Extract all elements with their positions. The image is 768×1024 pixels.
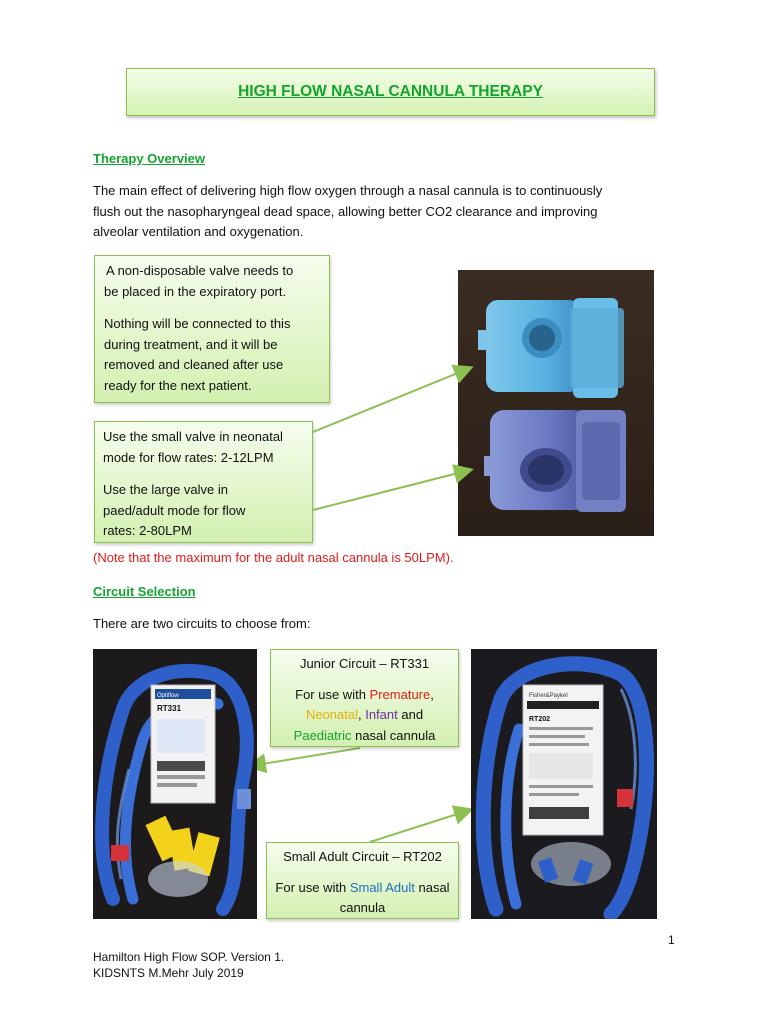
valve-info-box: A non-disposable valve needs to be place…	[94, 255, 330, 403]
valve-line: Nothing will be connected to this	[104, 316, 291, 331]
nasal-text: nasal	[414, 879, 450, 895]
small-adult-label: Small Adult	[349, 879, 415, 895]
flow-mode-box: Use the small valve in neonatal mode for…	[94, 421, 313, 543]
valve-line: be placed in the expiratory port.	[104, 283, 287, 299]
arrow-small-valve	[312, 364, 474, 433]
valve-line: A non-disposable valve needs to	[106, 263, 294, 278]
paragraph-line: alveolar ventilation and oxygenation.	[93, 224, 304, 239]
valve-line: ready for the next patient.	[104, 377, 252, 393]
valve-line: during treatment, and it will be	[104, 336, 278, 352]
junior-circuit-title: Junior Circuit – RT331	[299, 656, 430, 671]
adult-circuit-photo: Fisher&Paykel RT202	[471, 649, 657, 919]
infant-label: Infant	[365, 707, 398, 722]
arrow-adult-circuit	[369, 805, 474, 843]
nasal-cannula-text: nasal cannula	[351, 727, 436, 743]
title-banner: HIGH FLOW NASAL CANNULA THERAPY	[126, 68, 655, 116]
separator: ,	[357, 707, 366, 722]
adult-use-prefix: For use with	[275, 879, 350, 895]
adult-circuit-title: Small Adult Circuit – RT202	[283, 849, 442, 864]
footer-line-2: KIDSNTS M.Mehr July 2019	[93, 966, 244, 980]
junior-use-line-2: Neonatal, Infant and	[275, 705, 454, 726]
separator: ,	[430, 686, 434, 702]
adult-label-code: RT202	[529, 716, 550, 723]
mode-line: Use the small valve in neonatal	[103, 429, 283, 444]
valve-photo-illustration	[458, 270, 654, 536]
junior-circuit-box: Junior Circuit – RT331 For use with Prem…	[270, 649, 459, 747]
junior-use-prefix: For use with	[295, 686, 370, 702]
document-title: HIGH FLOW NASAL CANNULA THERAPY	[238, 83, 543, 100]
paediatric-label: Paediatric	[293, 727, 352, 743]
junior-circuit-photo: Optiflow RT331	[93, 649, 257, 919]
circuit-intro: There are two circuits to choose from:	[93, 616, 311, 631]
valve-photo	[458, 270, 654, 536]
adult-label-brand: Fisher&Paykel	[529, 693, 568, 699]
mode-line: Use the large valve in	[103, 482, 229, 497]
arrow-junior-circuit	[246, 747, 361, 774]
paragraph-line: flush out the nasopharyngeal dead space,…	[93, 203, 598, 219]
circuit-selection-heading: Circuit Selection	[93, 584, 196, 599]
junior-label-brand: Optiflow	[157, 693, 179, 699]
adult-circuit-box: Small Adult Circuit – RT202 For use with…	[266, 842, 459, 919]
junior-label-code: RT331	[157, 704, 182, 713]
adult-circuit-illustration: Fisher&Paykel RT202	[471, 649, 657, 919]
junior-use-line-3: Paediatric nasal cannula	[275, 726, 454, 747]
therapy-overview-heading: Therapy Overview	[93, 151, 205, 166]
footer-line-1: Hamilton High Flow SOP. Version 1.	[93, 950, 285, 964]
mode-line: mode for flow rates: 2-12LPM	[103, 449, 274, 465]
valve-line: removed and cleaned after use	[104, 357, 284, 372]
premature-label: Premature	[369, 686, 431, 702]
arrow-large-valve	[312, 464, 474, 511]
adult-use-line-2: cannula	[339, 900, 386, 915]
junior-circuit-illustration: Optiflow RT331	[93, 649, 257, 919]
mode-line: rates: 2-80LPM	[103, 523, 192, 538]
max-flow-note: (Note that the maximum for the adult nas…	[93, 550, 454, 565]
and-text: and	[397, 707, 424, 722]
paragraph-line: The main effect of delivering high flow …	[93, 183, 603, 198]
mode-line: paed/adult mode for flow	[103, 502, 246, 518]
therapy-overview-paragraph: The main effect of delivering high flow …	[93, 181, 602, 243]
page-number: 1	[668, 933, 675, 947]
junior-use-line-1: For use with Premature,	[275, 685, 454, 706]
neonatal-label: Neonatal	[305, 707, 358, 722]
adult-use-line-1: For use with Small Adult nasal	[271, 878, 454, 899]
